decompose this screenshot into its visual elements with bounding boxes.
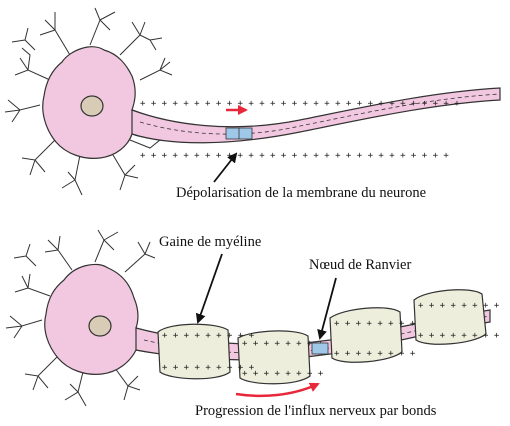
top-pointer-arrow — [213, 152, 238, 183]
myelin-segment-1 — [157, 323, 231, 380]
myelin-charges-3: + + + + + + + + — [242, 339, 324, 349]
top-dendrites — [4, 7, 173, 196]
progression-arrow — [235, 382, 320, 398]
myelin-charges-6: + + + + + + + + — [334, 349, 416, 359]
gaine-pointer-arrow — [195, 253, 223, 324]
top-axon-inner — [139, 93, 501, 135]
myelin-charges-1: + + + + + + + + + — [162, 331, 255, 341]
noeud-pointer-arrow — [317, 277, 337, 340]
myelin-charges-8: + + + + + + + + — [418, 331, 500, 341]
top-axon — [131, 87, 501, 144]
top-neuron: + + + + + + + + + + + + + + + + + + + + … — [4, 7, 501, 196]
label-noeud-ranvier: Nœud de Ranvier — [309, 257, 412, 273]
label-gaine-myeline: Gaine de myéline — [159, 234, 262, 250]
top-charges-lower: + + + + + + + + + + + + + + + + + + + + … — [140, 151, 449, 161]
bottom-neuron: + + + + + + + + + + + + + + + + + + + + … — [5, 229, 500, 407]
myelin-charges-5: + + + + + + + + — [334, 319, 416, 329]
ranvier-node-zone — [311, 342, 329, 355]
myelin-sheaths — [157, 289, 487, 385]
label-progression: Progression de l'influx nerveux par bond… — [195, 403, 437, 419]
myelin-segment-2 — [237, 330, 311, 385]
label-depolarisation: Dépolarisation de la membrane du neurone — [176, 185, 427, 201]
myelin-charges-4: + + + + + + + + — [242, 369, 324, 379]
myelin-charges-2: + + + + + + + + + — [162, 363, 255, 373]
bottom-dendrites — [5, 229, 156, 407]
top-nucleus — [80, 95, 104, 117]
myelin-segment-4 — [413, 289, 487, 345]
top-charges-outer: + + + + + + + + + + + + + + + + + + + + … — [140, 99, 460, 109]
myelin-charges-7: + + + + + + + + — [418, 301, 500, 311]
bottom-nucleus — [88, 315, 112, 337]
myelin-segment-3 — [329, 307, 403, 363]
